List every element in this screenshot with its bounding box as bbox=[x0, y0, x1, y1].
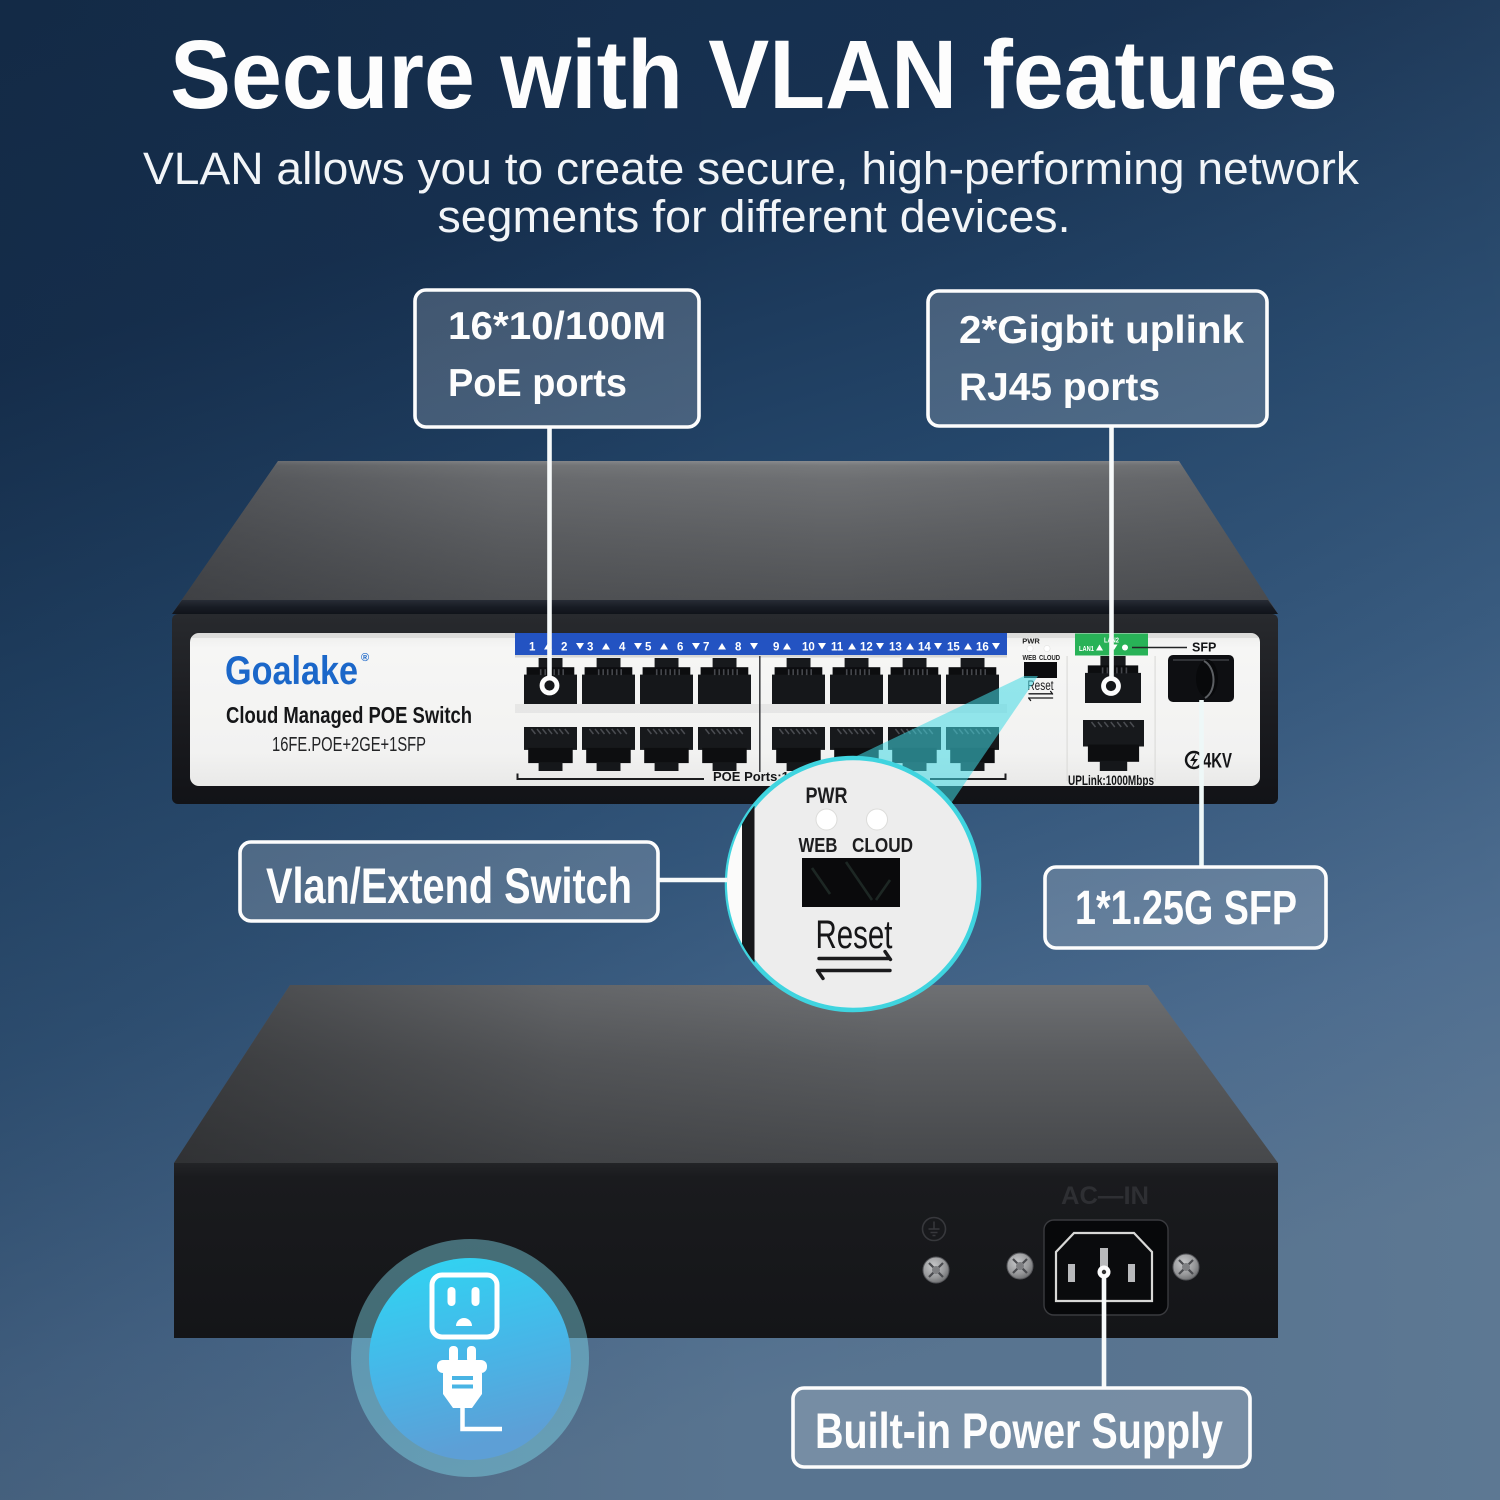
svg-text:Built-in Power Supply: Built-in Power Supply bbox=[815, 1403, 1223, 1459]
svg-text:LAN1: LAN1 bbox=[1079, 644, 1094, 653]
svg-text:3: 3 bbox=[587, 642, 593, 654]
svg-text:VLAN allows you to create secu: VLAN allows you to create secure, high-p… bbox=[143, 143, 1360, 194]
svg-text:Reset: Reset bbox=[816, 913, 893, 957]
svg-text:PoE ports: PoE ports bbox=[448, 362, 627, 405]
svg-text:4: 4 bbox=[619, 642, 626, 654]
svg-text:8: 8 bbox=[735, 642, 742, 654]
svg-text:5: 5 bbox=[645, 642, 652, 654]
svg-text:segments for different devices: segments for different devices. bbox=[438, 191, 1071, 242]
svg-text:10: 10 bbox=[802, 642, 815, 654]
svg-text:14: 14 bbox=[918, 642, 931, 654]
svg-text:Vlan/Extend Switch: Vlan/Extend Switch bbox=[266, 858, 632, 914]
svg-text:RJ45 ports: RJ45 ports bbox=[959, 366, 1160, 409]
svg-text:Goalake: Goalake bbox=[225, 649, 358, 693]
svg-text:15: 15 bbox=[947, 642, 960, 654]
svg-text:13: 13 bbox=[889, 642, 902, 654]
svg-text:AC—IN: AC—IN bbox=[1061, 1182, 1149, 1210]
svg-text:CLOUD: CLOUD bbox=[1039, 655, 1060, 662]
svg-text:1: 1 bbox=[529, 642, 536, 654]
svg-text:7: 7 bbox=[703, 642, 709, 654]
svg-text:12: 12 bbox=[860, 642, 873, 654]
svg-text:CLOUD: CLOUD bbox=[852, 835, 913, 857]
svg-text:6: 6 bbox=[677, 642, 683, 654]
svg-text:WEB: WEB bbox=[1023, 655, 1037, 662]
svg-text:®: ® bbox=[361, 652, 369, 664]
svg-text:Secure with VLAN features: Secure with VLAN features bbox=[170, 20, 1338, 129]
svg-text:WEB: WEB bbox=[799, 835, 838, 857]
svg-text:11: 11 bbox=[831, 642, 844, 654]
svg-text:9: 9 bbox=[773, 642, 779, 654]
svg-text:16FE.POE+2GE+1SFP: 16FE.POE+2GE+1SFP bbox=[272, 734, 426, 756]
svg-text:PWR: PWR bbox=[806, 783, 848, 808]
svg-text:PWR: PWR bbox=[1022, 637, 1040, 646]
svg-text:2*Gigbit uplink: 2*Gigbit uplink bbox=[959, 309, 1244, 352]
svg-text:1*1.25G SFP: 1*1.25G SFP bbox=[1075, 882, 1297, 935]
svg-text:SFP: SFP bbox=[1192, 641, 1216, 655]
svg-text:2: 2 bbox=[561, 642, 567, 654]
svg-text:4KV: 4KV bbox=[1203, 750, 1232, 773]
svg-text:UPLink:1000Mbps: UPLink:1000Mbps bbox=[1068, 772, 1154, 788]
svg-text:Cloud Managed POE Switch: Cloud Managed POE Switch bbox=[226, 702, 472, 728]
svg-text:16: 16 bbox=[976, 642, 989, 654]
svg-text:16*10/100M: 16*10/100M bbox=[448, 305, 666, 348]
